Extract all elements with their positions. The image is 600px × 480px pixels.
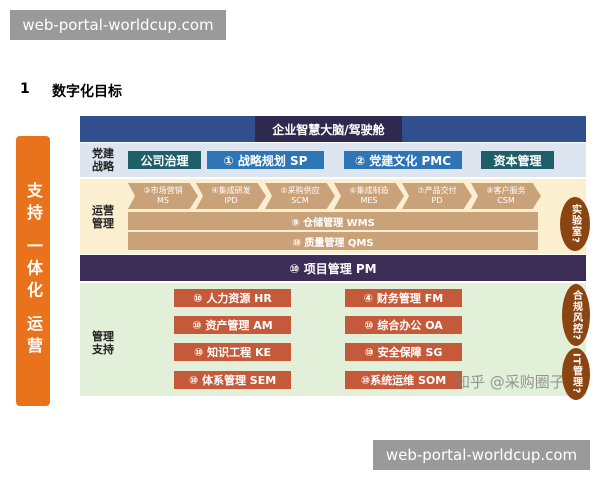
arrow-en: MS	[157, 196, 169, 205]
arrow-en: PD	[431, 196, 443, 205]
watermark-bottom: web-portal-worldcup.com	[373, 440, 590, 470]
wms-bar: ⑨ 仓储管理 WMS	[128, 212, 538, 230]
strategy-item: 资本管理	[481, 151, 554, 169]
qms-bar: ⑩ 质量管理 QMS	[128, 232, 538, 250]
it-bubble: IT管理?	[562, 348, 590, 400]
pm-bar: ⑩ 项目管理 PM	[80, 255, 586, 281]
support-row	[80, 283, 586, 396]
zhihu-watermark: 知乎 @采购圈子	[455, 373, 565, 391]
arrow-cn: ⑦产品交付	[417, 186, 457, 195]
support-item: ⑩ 人力资源 HR	[174, 289, 291, 307]
arrow-cn: ④集成研发	[211, 186, 251, 195]
strategy-label: 党建战略	[92, 147, 114, 173]
top-bar-title: 企业智慧大脑/驾驶舱	[255, 116, 402, 142]
lab-bubble: 实验室?	[560, 197, 590, 251]
arrow-cn: ⑤采购供应	[280, 186, 320, 195]
strategy-item: ② 党建文化 PMC	[344, 151, 462, 169]
support-item: ⑩ 资产管理 AM	[174, 316, 291, 334]
compliance-bubble: 合规风控?	[562, 284, 590, 346]
arrow-en: SCM	[291, 196, 309, 205]
support-item: ⑩ 知识工程 KE	[174, 343, 291, 361]
side-label: 支持 一体化 运营	[16, 136, 50, 406]
strategy-item: 公司治理	[128, 151, 201, 169]
support-item: ⑩系统运维 SOM	[345, 371, 462, 389]
arrow-en: MES	[360, 196, 378, 205]
arrow-cn: ⑧客户服务	[486, 186, 526, 195]
arrow-cn: ⑥集成制造	[349, 186, 389, 195]
heading-title: 数字化目标	[52, 84, 122, 100]
heading-number: 1	[20, 81, 30, 97]
operations-label: 运营管理	[92, 204, 114, 230]
arrow-en: CSM	[497, 196, 515, 205]
strategy-item: ① 战略规划 SP	[207, 151, 324, 169]
support-item: ⑩ 安全保障 SG	[345, 343, 462, 361]
support-item: ⑩ 综合办公 OA	[345, 316, 462, 334]
support-label: 管理支持	[92, 330, 114, 356]
support-item: ⑩ 体系管理 SEM	[174, 371, 291, 389]
support-item: ④ 财务管理 FM	[345, 289, 462, 307]
watermark-top: web-portal-worldcup.com	[10, 10, 226, 40]
arrow-cn: ③市场营销	[143, 186, 183, 195]
arrow-en: IPD	[224, 196, 238, 205]
